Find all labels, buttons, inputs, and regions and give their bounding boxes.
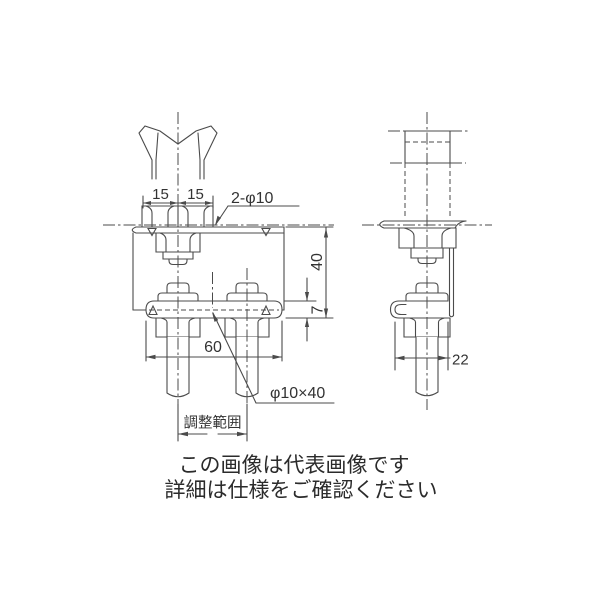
dim-pitch: 15 15: [142, 186, 214, 209]
caption-line1: この画像は代表画像です: [179, 454, 410, 477]
front-view: [103, 112, 334, 404]
dim-depth-label: 22: [452, 352, 469, 369]
clamp-hook: [389, 300, 407, 319]
hanger-tube: [388, 130, 468, 218]
hole-callout: 2-φ10: [215, 190, 300, 226]
dim-width: 60: [145, 320, 283, 362]
centerlines: [362, 112, 492, 410]
dimensions: 15 15 2-φ10 40 7 60: [142, 186, 469, 442]
clamp-hook-assembly: [389, 282, 451, 397]
bolt-callout: φ10×40: [212, 312, 335, 404]
caption-line2: 詳細は仕様をご確認ください: [165, 479, 438, 502]
clamp-hook: [394, 303, 407, 316]
dim-pitch-right-label: 15: [187, 186, 204, 203]
dim-depth: 22: [394, 321, 469, 371]
dim-thickness: 7: [283, 277, 327, 342]
dim-height: 40: [285, 226, 334, 319]
hole-callout-label: 2-φ10: [231, 190, 274, 207]
side-view: [362, 112, 492, 410]
dim-thickness-label: 7: [310, 305, 327, 314]
clamp-plate: [145, 300, 283, 319]
weld-mark-icon: [148, 304, 271, 316]
mounting-plate: [131, 226, 285, 237]
adjustment-range-label: 調整範囲: [184, 414, 242, 432]
caption: この画像は代表画像です 詳細は仕様をご確認ください: [165, 454, 438, 502]
hanger-fork: [138, 125, 218, 180]
centerlines: [103, 112, 334, 404]
hanger-bolt-right: [224, 282, 270, 398]
bolt-callout-label: φ10×40: [270, 385, 325, 402]
dim-pitch-left-label: 15: [152, 186, 169, 203]
dim-height-label: 40: [309, 253, 326, 271]
adjustment-range: 調整範囲: [177, 403, 248, 442]
bracket-web-side: [448, 235, 455, 318]
dim-width-label: 60: [204, 339, 222, 356]
weld-mark-icon: [147, 227, 271, 237]
